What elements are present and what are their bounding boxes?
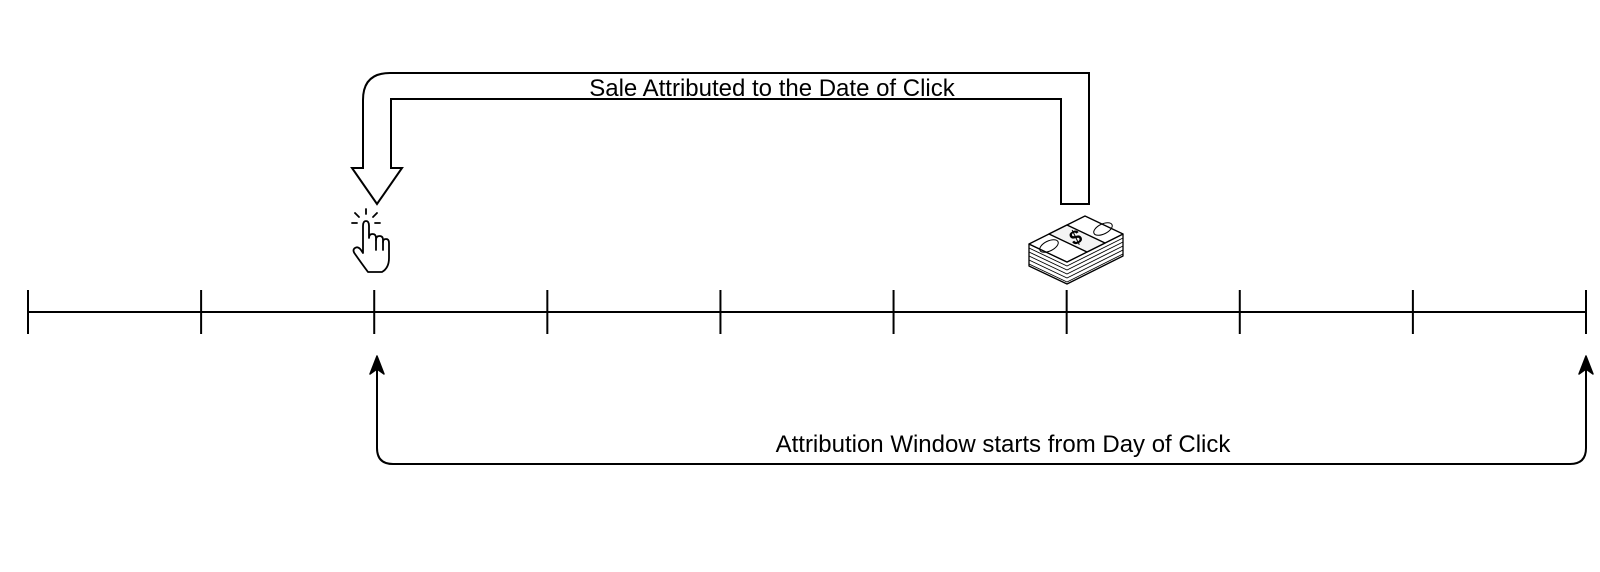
money-stack-icon: $ (1028, 215, 1124, 285)
attribution-window-bracket: Attribution Window starts from Day of Cl… (369, 355, 1594, 465)
timeline (27, 290, 1587, 334)
click-arrowhead (369, 355, 385, 375)
hollow-arrow-shape (350, 72, 1090, 206)
sale-to-click-arrow: Sale Attributed to the Date of Click (350, 72, 1090, 206)
timeline-ticks (27, 290, 1587, 334)
window-end-arrowhead (1578, 355, 1594, 375)
pointing-hand-click-icon (351, 208, 390, 273)
bottom-label: Attribution Window starts from Day of Cl… (776, 431, 1232, 458)
top-label: Sale Attributed to the Date of Click (589, 75, 956, 102)
bracket-line (376, 362, 1587, 465)
